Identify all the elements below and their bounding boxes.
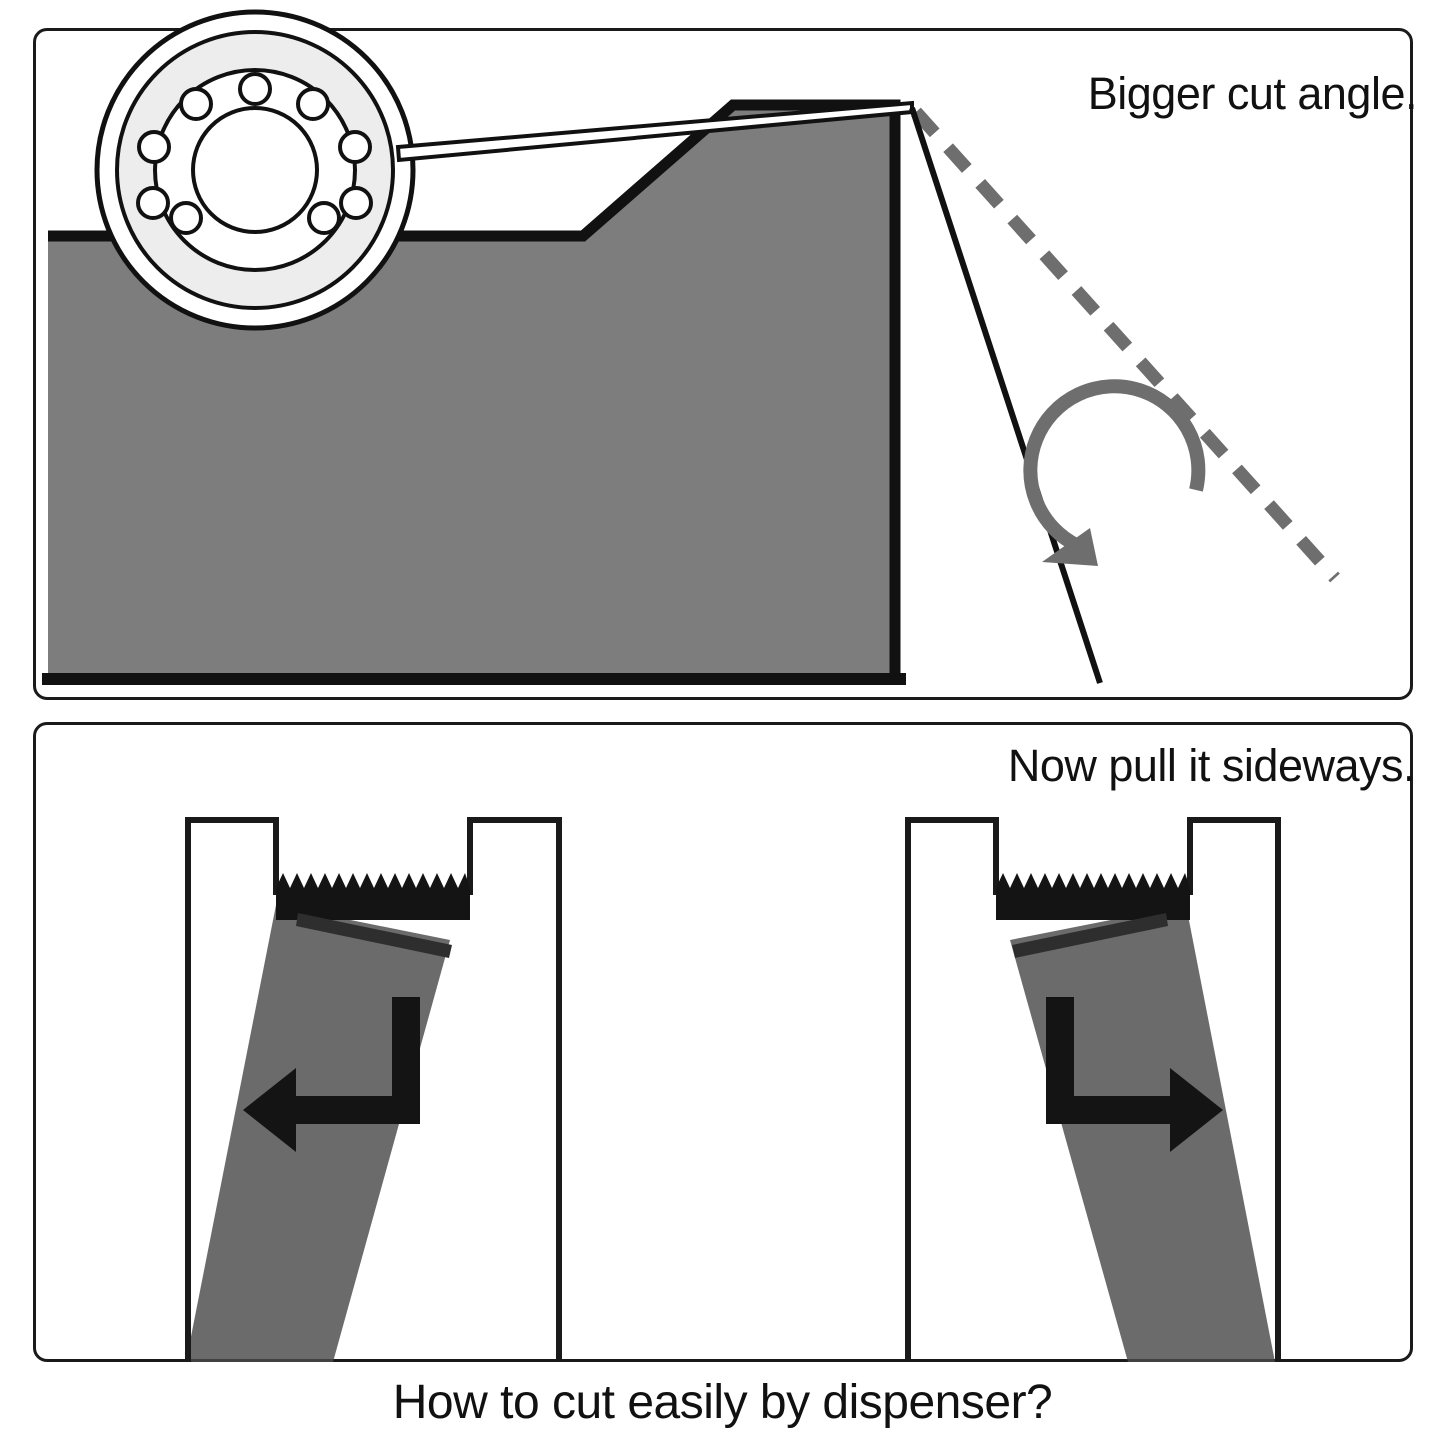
- caption-bigger-cut-angle: Bigger cut angle.: [1087, 68, 1418, 119]
- figure-title: How to cut easily by dispenser?: [392, 1376, 1053, 1429]
- panel-pull-sideways: [33, 722, 1413, 1362]
- panel-bigger-cut-angle: [33, 28, 1413, 700]
- caption-pull-sideways: Now pull it sideways.: [1007, 740, 1416, 791]
